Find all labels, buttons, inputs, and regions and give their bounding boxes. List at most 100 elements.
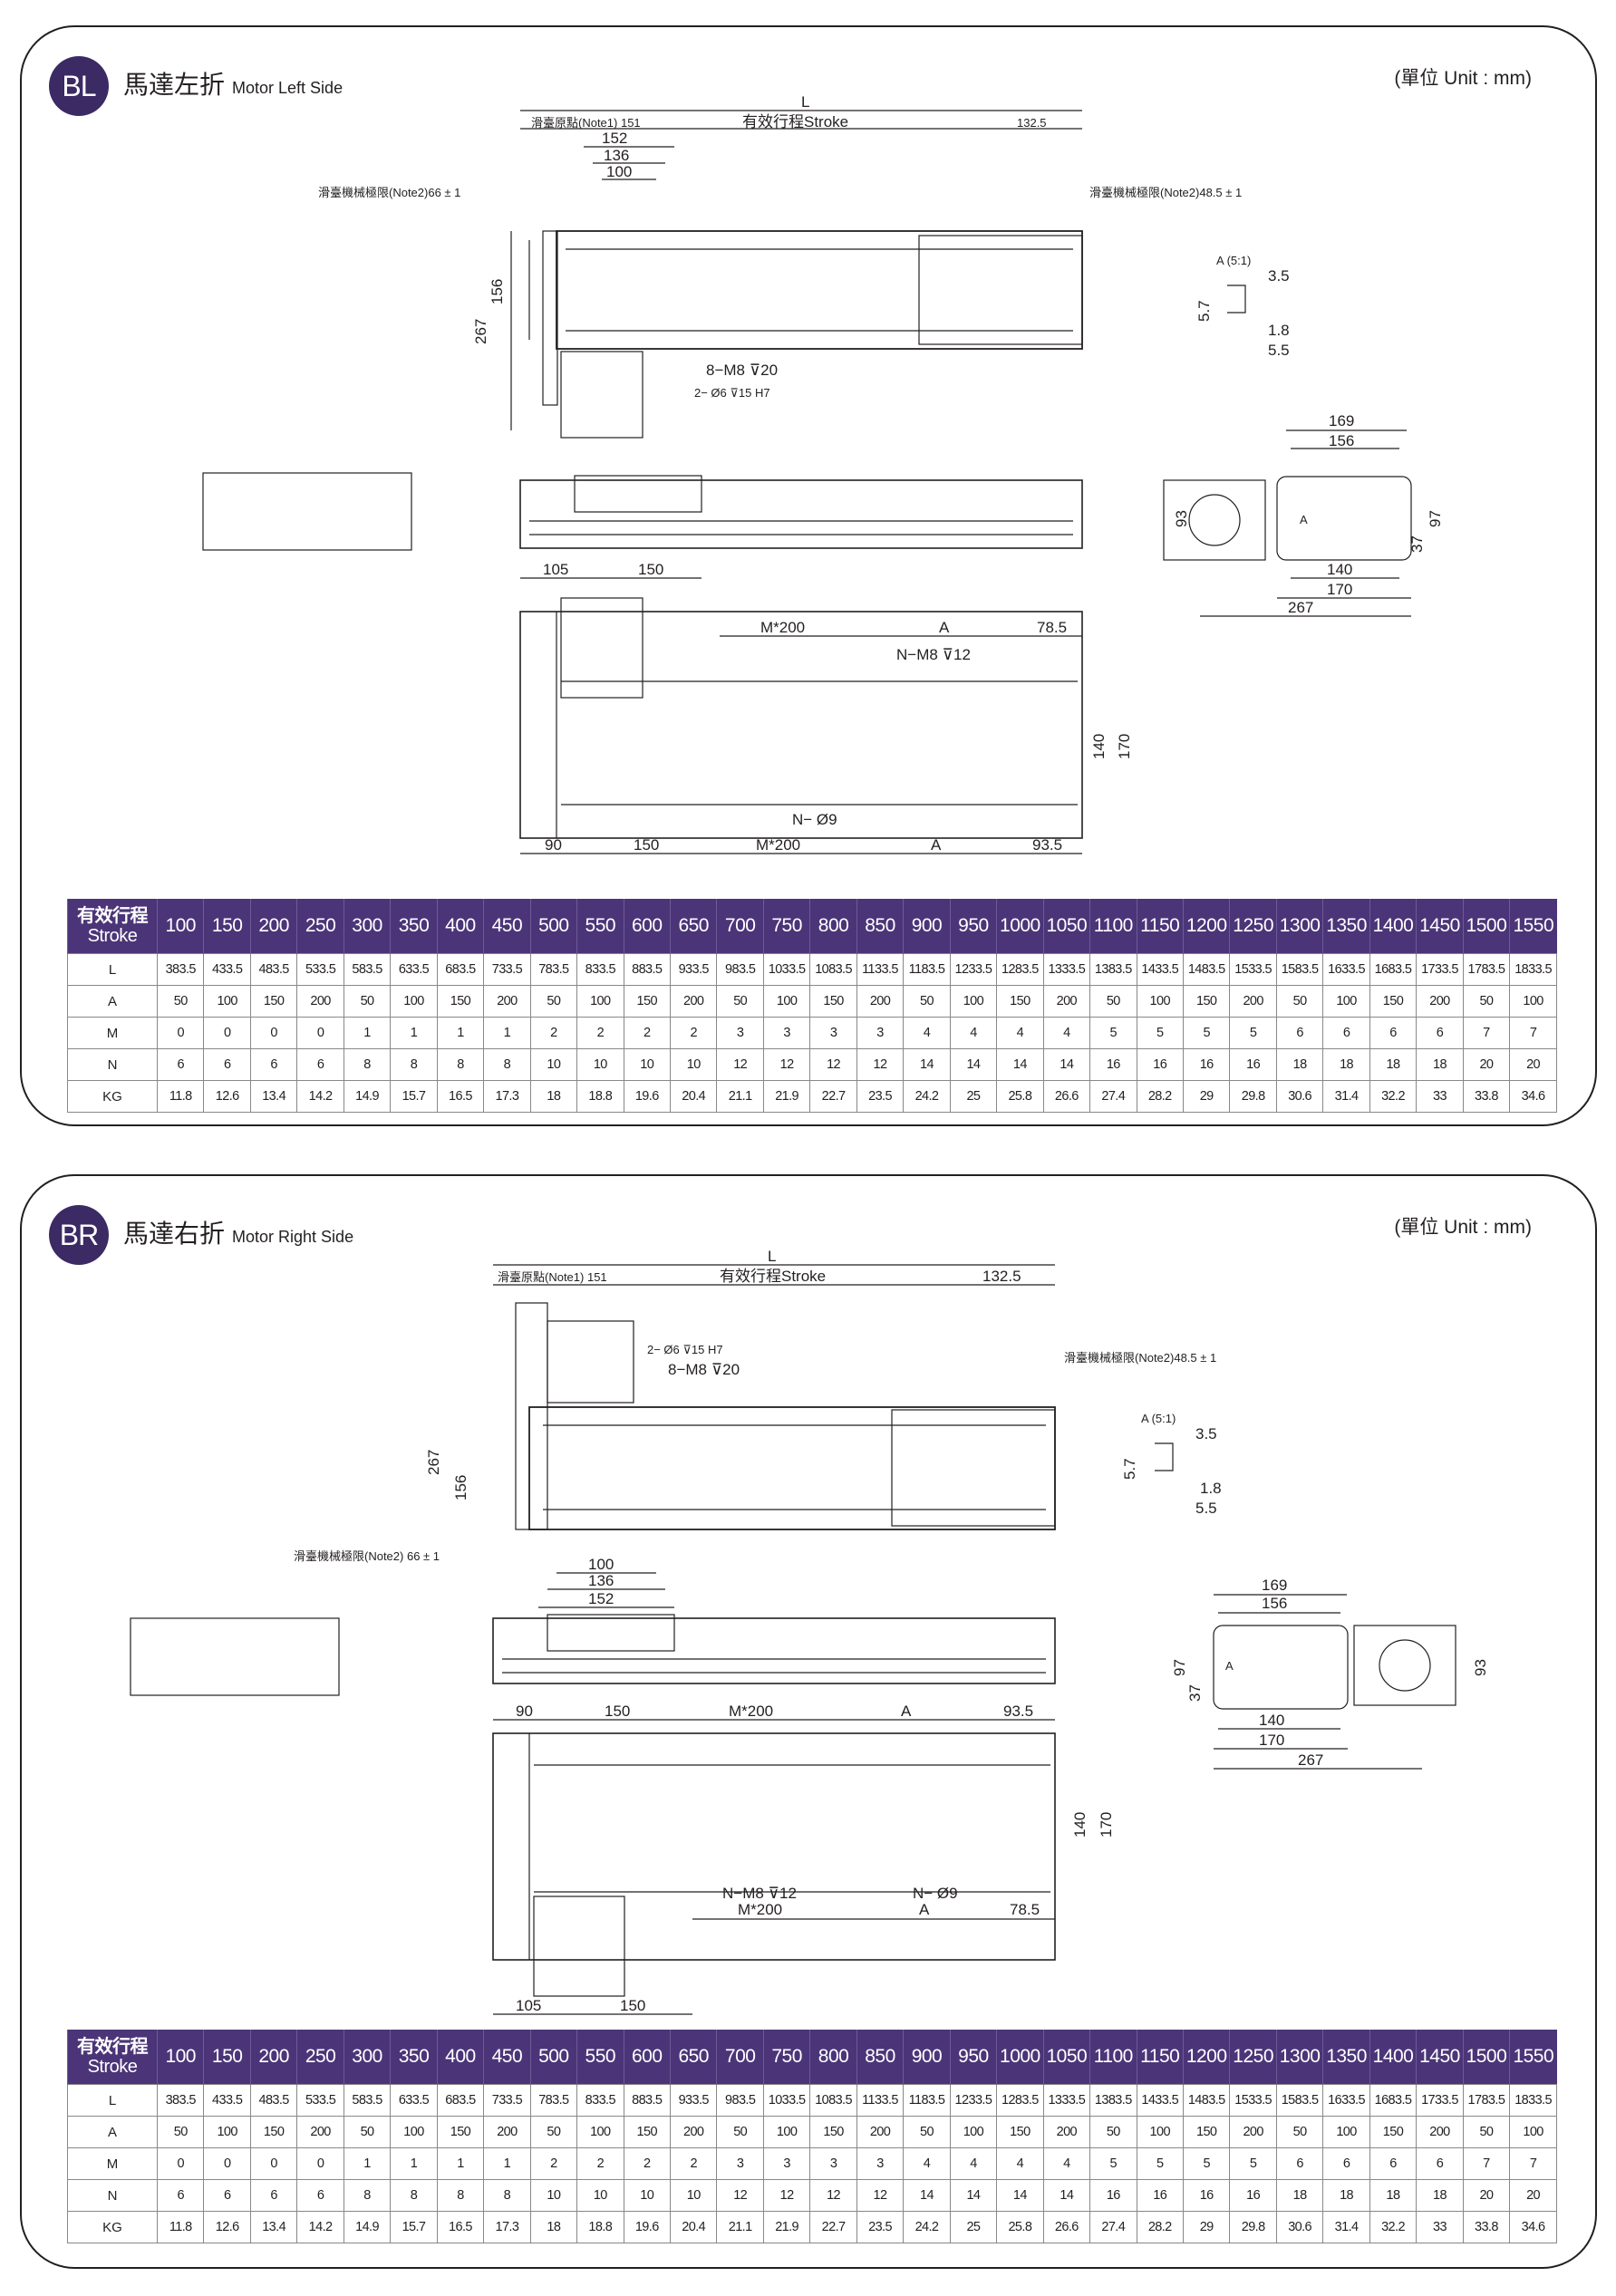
dim-3-5: 3.5	[1195, 1425, 1217, 1442]
dim-170: 170	[1259, 1732, 1284, 1749]
motor-bottom	[560, 597, 643, 699]
table-cell: 18	[1275, 2179, 1324, 2212]
dim-156-end: 156	[1329, 432, 1354, 449]
stroke-col-header: 100	[156, 899, 204, 954]
note-nm8: N−M8 ⊽12	[896, 646, 971, 663]
table-cell: 16	[1229, 1048, 1277, 1081]
table-cell: 200	[669, 985, 718, 1018]
motor-block	[560, 351, 643, 439]
table-cell: 2	[576, 2147, 624, 2180]
table-cell: 200	[856, 985, 905, 1018]
stroke-col-header: 750	[762, 2030, 810, 2085]
table-cell: 583.5	[343, 2084, 392, 2117]
table-cell: 6	[296, 2179, 344, 2212]
table-cell: 1033.5	[762, 2084, 811, 2117]
stroke-col-header: 200	[249, 2030, 297, 2085]
table-cell: 100	[390, 985, 438, 1018]
dim-97: 97	[1171, 1659, 1188, 1676]
table-cell: 29	[1182, 2211, 1231, 2243]
table-cell: 20	[1462, 1048, 1511, 1081]
table-cell: 150	[249, 985, 298, 1018]
dim-limit-right: 滑臺機械極限(Note2)48.5 ± 1	[1064, 1351, 1216, 1365]
table-cell: 30.6	[1275, 1080, 1324, 1113]
rail-bottom	[492, 1732, 1056, 1961]
stroke-col-header: 200	[249, 899, 297, 954]
stroke-col-header: 1350	[1322, 899, 1370, 954]
table-cell: 16.5	[436, 2211, 485, 2243]
stroke-col-header: 450	[483, 2030, 531, 2085]
table-cell: 1083.5	[809, 953, 857, 986]
stroke-col-header: 1250	[1229, 2030, 1277, 2085]
stroke-col-header: 100	[156, 2030, 204, 2085]
table-cell: 28.2	[1136, 1080, 1184, 1113]
stroke-col-header: 1150	[1136, 2030, 1184, 2085]
table-cell: 28.2	[1136, 2211, 1184, 2243]
stroke-col-header: 300	[343, 899, 391, 954]
stroke-col-header: 1350	[1322, 2030, 1370, 2085]
note-n9: N− Ø9	[792, 811, 837, 828]
table-cell: 200	[669, 2116, 718, 2148]
dim-156: 156	[452, 1475, 469, 1500]
table-cell: 1	[483, 2147, 531, 2180]
stroke-col-header: 850	[856, 899, 904, 954]
dim-a: A	[939, 619, 950, 636]
table-cell: 200	[1416, 985, 1464, 1018]
end-view: 169 156 97 37 A 93 140 170 267	[1171, 1577, 1489, 1770]
table-cell: 12	[762, 1048, 811, 1081]
table-cell: 1783.5	[1462, 2084, 1511, 2117]
table-cell: 100	[1509, 985, 1557, 1018]
table-cell: 1533.5	[1229, 2084, 1277, 2117]
table-cell: 683.5	[436, 953, 485, 986]
table-cell: 50	[716, 985, 764, 1018]
dim-140: 140	[1259, 1712, 1284, 1729]
table-cell: 1383.5	[1089, 2084, 1137, 2117]
panel-badge: BR	[49, 1205, 109, 1265]
table-cell: 13.4	[249, 2211, 298, 2243]
table-cell: 483.5	[249, 953, 298, 986]
table-cell: 150	[436, 2116, 485, 2148]
table-cell: 150	[1182, 2116, 1231, 2148]
table-cell: 50	[1089, 2116, 1137, 2148]
table-cell: 3	[856, 2147, 905, 2180]
table-cell: 2	[623, 2147, 671, 2180]
table-cell: 150	[623, 2116, 671, 2148]
table-cell: 1633.5	[1322, 953, 1370, 986]
dim-90: 90	[545, 836, 562, 854]
table-cell: 983.5	[716, 953, 764, 986]
table-cell: 1	[436, 1017, 485, 1049]
table-cell: 1233.5	[949, 953, 998, 986]
table-cell: 1233.5	[949, 2084, 998, 2117]
label-a: A	[1225, 1659, 1234, 1673]
table-cell: 5	[1229, 2147, 1277, 2180]
note-nm8: N−M8 ⊽12	[722, 1885, 797, 1902]
table-cell: 18	[1369, 1048, 1418, 1081]
dim-m200-b: M*200	[738, 1901, 782, 1918]
detail-label: A (5:1)	[1141, 1412, 1176, 1425]
table-cell: 0	[296, 1017, 344, 1049]
table-cell: 1333.5	[1042, 2084, 1091, 2117]
table-cell: 4	[996, 1017, 1044, 1049]
table-cell: 5	[1136, 1017, 1184, 1049]
table-cell: 16	[1136, 2179, 1184, 2212]
stroke-col-header: 1000	[996, 899, 1044, 954]
stroke-col-header: 400	[436, 2030, 484, 2085]
table-cell: 1333.5	[1042, 953, 1091, 986]
dim-156: 156	[489, 279, 506, 304]
dim-136: 136	[588, 1572, 614, 1589]
table-cell: 200	[856, 2116, 905, 2148]
table-cell: 1633.5	[1322, 2084, 1370, 2117]
stroke-col-header: 900	[903, 2030, 951, 2085]
dim-limit-left: 滑臺機械極限(Note2)66 ± 1	[318, 186, 460, 199]
dim-105: 105	[516, 1997, 541, 2014]
motor-plate	[542, 230, 558, 406]
table-cell: 1433.5	[1136, 953, 1184, 986]
table-cell: 1733.5	[1416, 2084, 1464, 2117]
stroke-col-header: 950	[949, 899, 997, 954]
table-cell: 200	[483, 2116, 531, 2148]
table-cell: 533.5	[296, 2084, 344, 2117]
